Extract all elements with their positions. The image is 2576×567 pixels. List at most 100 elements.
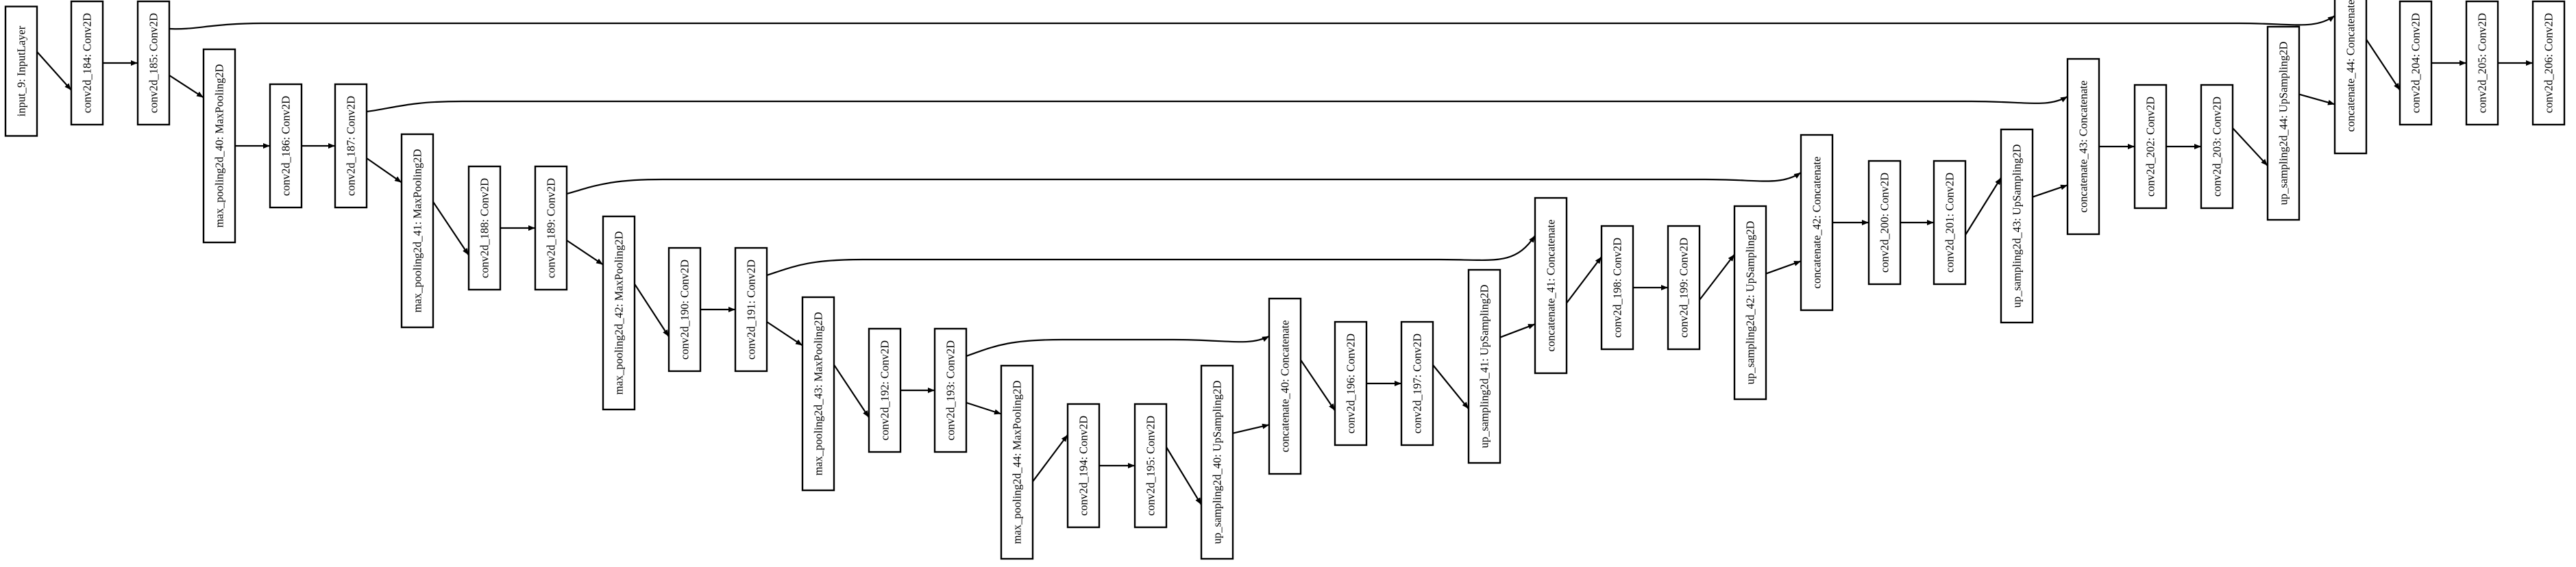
layer-box — [1667, 225, 1701, 351]
edge-arrow — [2232, 127, 2268, 166]
layer-box — [2066, 58, 2100, 236]
edge-arrow — [366, 158, 402, 184]
edge-arrow — [2366, 38, 2401, 91]
layer-label: up_sampling2d_44: UpSampling2D — [2277, 42, 2290, 205]
layer-node-up43: up_sampling2d_43: UpSampling2D — [2000, 128, 2034, 324]
layer-node-cat44: concatenate_44: Concatenate — [2333, 0, 2368, 155]
layer-label: concatenate_42: Concatenate — [1811, 157, 1824, 289]
edge-arrow — [169, 15, 2335, 30]
edge-mp44-to-c194 — [1032, 434, 1068, 482]
layer-box — [2200, 84, 2234, 210]
edge-arrow — [566, 240, 604, 266]
layer-box — [602, 215, 636, 411]
layer-box — [2465, 0, 2499, 126]
layer-box — [2399, 0, 2433, 126]
layer-label: conv2d_190: Conv2D — [678, 260, 691, 360]
layer-node-c192: conv2d_192: Conv2D — [868, 327, 902, 453]
layer-box — [534, 165, 568, 291]
edge-c193-to-mp44 — [966, 401, 1002, 415]
layer-label: conv2d_195: Conv2D — [1144, 416, 1157, 516]
edge-c203-to-up44 — [2232, 127, 2268, 166]
layer-box — [1867, 160, 1902, 286]
layer-box — [4, 5, 38, 137]
layer-box — [2333, 0, 2368, 155]
edge-arrow — [766, 321, 803, 346]
edge-up43-to-cat43 — [2032, 184, 2068, 198]
layer-box — [1933, 160, 1967, 286]
layer-label: conv2d_204: Conv2D — [2409, 13, 2422, 113]
edge-arrow — [766, 235, 1536, 277]
edge-arrow — [1166, 446, 1202, 505]
edge-cat41-to-c198 — [1566, 256, 1602, 304]
edge-c191-to-mp43 — [766, 321, 803, 346]
edge-mp42-to-c190 — [634, 284, 670, 338]
layer-label: conv2d_205: Conv2D — [2476, 13, 2489, 113]
layer-label: conv2d_201: Conv2D — [1943, 173, 1956, 273]
layer-node-c187: conv2d_187: Conv2D — [334, 83, 368, 209]
edge-arrow — [1765, 260, 1802, 275]
layer-box — [202, 48, 236, 244]
layer-node-mp44: max_pooling2d_44: MaxPooling2D — [1000, 364, 1034, 560]
layer-box — [1733, 205, 1767, 401]
edge-arrow — [634, 284, 670, 338]
layer-label: conv2d_194: Conv2D — [1077, 416, 1090, 516]
edge-arrow — [566, 172, 1802, 195]
layer-box — [734, 247, 768, 373]
edge-arrow — [1566, 256, 1602, 304]
layer-label: concatenate_40: Concatenate — [1279, 320, 1292, 453]
layer-label: conv2d_191: Conv2D — [745, 260, 758, 360]
layer-label: conv2d_187: Conv2D — [345, 96, 358, 196]
layer-node-up41: up_sampling2d_41: UpSampling2D — [1467, 268, 1501, 464]
edge-input-to-c184 — [36, 51, 72, 91]
layer-box — [334, 83, 368, 209]
layer-box — [801, 296, 835, 492]
edge-arrow — [36, 51, 72, 91]
edge-arrow — [432, 201, 469, 256]
layer-node-input: input_9: InputLayer — [4, 5, 38, 137]
node-layer: input_9: InputLayer conv2d_184: Conv2D con… — [4, 0, 2566, 560]
layer-node-c184: conv2d_184: Conv2D — [70, 0, 104, 126]
layer-box — [1334, 320, 1368, 446]
edge-arrow — [1499, 323, 1536, 338]
layer-node-c206: conv2d_206: Conv2D — [2531, 0, 2566, 126]
layer-label: conv2d_203: Conv2D — [2211, 97, 2224, 197]
edge-cat40-to-c196 — [1300, 359, 1336, 412]
layer-node-c194: conv2d_194: Conv2D — [1066, 403, 1101, 529]
layer-node-cat40: concatenate_40: Concatenate — [1268, 297, 1302, 475]
layer-label: max_pooling2d_43: MaxPooling2D — [812, 312, 825, 476]
layer-label: concatenate_41: Concatenate — [1545, 220, 1558, 352]
layer-box — [1133, 403, 1168, 529]
edge-arrow — [833, 364, 870, 418]
edge-arrow — [966, 336, 1270, 357]
layer-label: concatenate_44: Concatenate — [2344, 0, 2357, 131]
layer-node-c191: conv2d_191: Conv2D — [734, 247, 768, 373]
layer-node-c190: conv2d_190: Conv2D — [667, 247, 702, 373]
layer-box — [1534, 197, 1568, 375]
edge-c185-to-cat44 — [169, 15, 2335, 30]
layer-box — [1000, 364, 1034, 560]
layer-node-c199: conv2d_199: Conv2D — [1667, 225, 1701, 351]
edge-c189-to-cat42 — [566, 172, 1802, 195]
layer-node-c200: conv2d_200: Conv2D — [1867, 160, 1902, 286]
layer-node-c196: conv2d_196: Conv2D — [1334, 320, 1368, 446]
edge-c201-to-up43 — [1965, 177, 2002, 236]
layer-box — [467, 165, 502, 291]
layer-box — [136, 0, 171, 126]
layer-box — [1467, 268, 1501, 464]
layer-box — [1066, 403, 1101, 529]
edge-up40-to-cat40 — [1232, 423, 1270, 434]
edge-mp43-to-c192 — [833, 364, 870, 418]
edge-c185-to-mp40 — [169, 75, 204, 99]
layer-label: conv2d_200: Conv2D — [1878, 173, 1891, 273]
layer-node-c193: conv2d_193: Conv2D — [933, 327, 968, 453]
layer-node-cat42: concatenate_42: Concatenate — [1800, 134, 1834, 312]
edge-c187-to-cat43 — [366, 96, 2068, 113]
layer-label: concatenate_43: Concatenate — [2077, 81, 2090, 213]
layer-node-c189: conv2d_189: Conv2D — [534, 165, 568, 291]
layer-label: conv2d_202: Conv2D — [2144, 97, 2157, 197]
edge-up44-to-cat44 — [2298, 93, 2335, 105]
layer-box — [1800, 134, 1834, 312]
layer-box — [868, 327, 902, 453]
layer-label: conv2d_198: Conv2D — [1611, 238, 1624, 338]
